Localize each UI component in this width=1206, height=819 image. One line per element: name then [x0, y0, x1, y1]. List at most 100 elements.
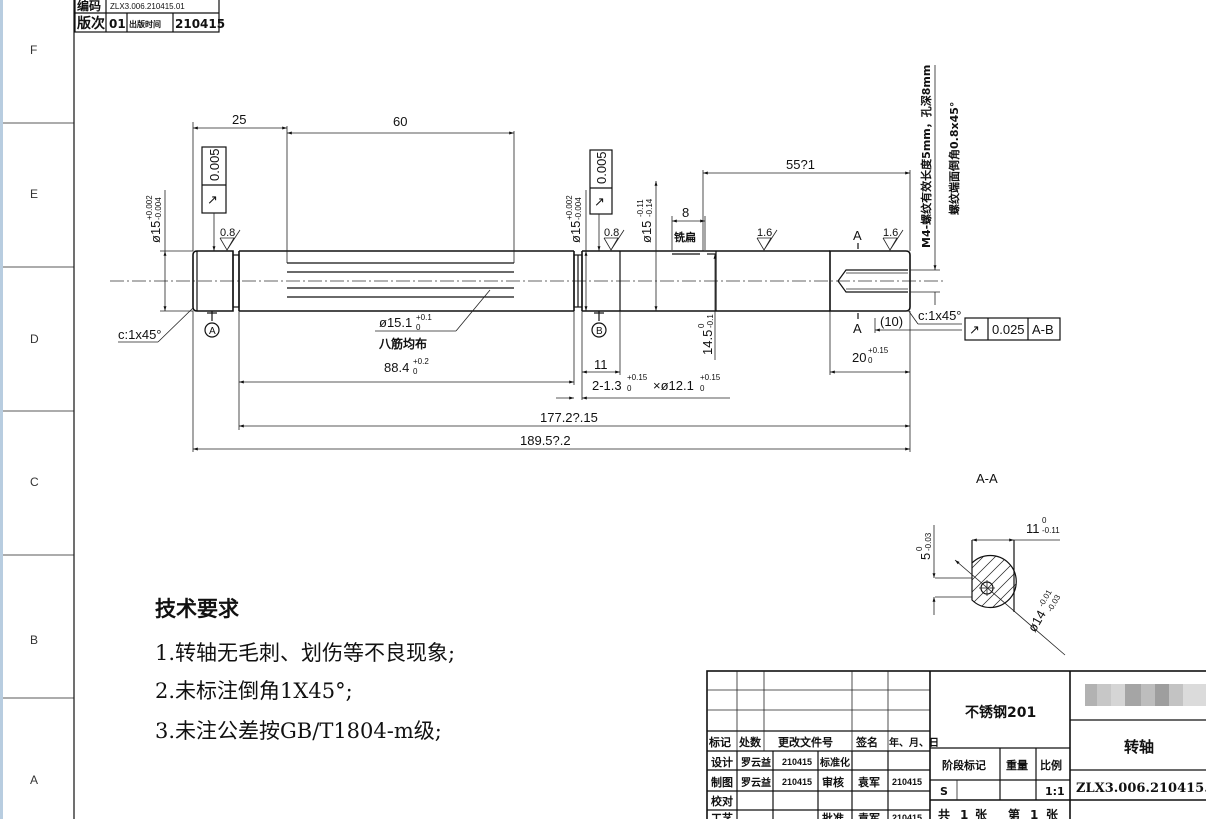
code-stamp: 编码 ZLX3.006.210415.01 版次 01 出版时间 210415	[74, 0, 225, 33]
row-draw-role: 制图	[711, 775, 733, 789]
roughness-16-a: 1.6	[757, 227, 772, 239]
scale-label: 比例	[1040, 758, 1062, 772]
runout-left-symbol: ↗	[207, 192, 218, 207]
zone-label-d: D	[30, 332, 39, 346]
dia-left-lower: -0.004	[154, 197, 163, 220]
sheets-this: 1	[1030, 808, 1038, 819]
row-approve-label: 批准	[822, 811, 844, 819]
sheets-this-prefix: 第	[1008, 807, 1020, 819]
version-label: 版次	[77, 15, 105, 32]
dim-88-lower: 0	[413, 367, 418, 376]
row-approve-name: 袁军	[857, 811, 880, 819]
dim-145-lower: -0.1	[706, 314, 715, 328]
spline-dia-base: ø15.1	[379, 315, 412, 330]
weight-label: 重量	[1006, 758, 1028, 772]
technical-requirements: 技术要求 1.转轴无毛刺、划伤等不良现象; 2.未标注倒角1X45°; 3.未注…	[155, 596, 455, 743]
dia-mid-base: ø15	[568, 221, 583, 243]
dim-189: 189.5?.2	[520, 433, 571, 448]
material: 不锈钢201	[965, 704, 1036, 721]
stage-label: 阶段标记	[942, 758, 986, 772]
section-dim-11-base: 11	[1026, 521, 1040, 536]
dim-20-upper: +0.15	[868, 346, 889, 355]
runout-right-datum: A-B	[1032, 322, 1054, 337]
header-count: 处数	[738, 735, 762, 749]
row-review-label: 审核	[822, 775, 844, 789]
sheets-total-suffix: 张	[975, 807, 988, 819]
redacted-company-name	[1085, 684, 1206, 706]
shaft-main-view	[110, 250, 945, 312]
roughness-08-b: 0.8	[604, 227, 619, 239]
groove-l2: 0	[700, 384, 705, 393]
dia-mid-lower: -0.004	[574, 197, 583, 220]
sheets-this-suffix: 张	[1046, 807, 1059, 819]
row-review-date: 210415	[892, 777, 922, 787]
dia-right-upper: -0.11	[636, 199, 645, 217]
runout-left-value: 0.005	[207, 148, 222, 181]
dim-88-upper: +0.2	[413, 357, 429, 366]
spline-dia-lower: 0	[416, 323, 421, 332]
dia-left-base: ø15	[148, 221, 163, 243]
dim-11: 11	[594, 357, 608, 372]
drawing-number: ZLX3.006.210415.01	[1076, 781, 1206, 796]
version-value: 01	[109, 17, 126, 31]
dia-left-upper: +0.002	[145, 195, 154, 220]
dim-88-base: 88.4	[384, 360, 409, 375]
dim-145-upper: 0	[697, 323, 706, 328]
dia-right-lower: -0.14	[645, 198, 654, 217]
scale-value: 1:1	[1045, 785, 1065, 798]
roughness-08-a: 0.8	[220, 227, 235, 239]
flat-note: 铣扁	[674, 230, 696, 244]
groove-mid: ×ø12.1	[653, 378, 694, 393]
requirements-title: 技术要求	[155, 596, 239, 621]
zone-label-f: F	[30, 43, 37, 57]
dia-right-base: ø15	[639, 221, 654, 243]
dim-20-base: 20	[852, 350, 866, 365]
section-dim-5-lower: -0.03	[924, 532, 933, 551]
part-name: 转轴	[1124, 738, 1154, 756]
requirement-item-2: 2.未标注倒角1X45°;	[155, 679, 353, 703]
requirement-item-1: 1.转轴无毛刺、划伤等不良现象;	[155, 641, 455, 665]
groove-u2: +0.15	[700, 373, 721, 382]
section-dia-base: ø14	[1025, 608, 1049, 635]
runout-right-symbol: ↗	[969, 322, 980, 337]
code-value: ZLX3.006.210415.01	[110, 2, 185, 11]
header-mark: 标记	[708, 735, 731, 749]
groove-u1: +0.15	[627, 373, 648, 382]
title-block: 标记 处数 更改文件号 签名 年、月、日 设计 罗云益 210415 标准化 制…	[706, 670, 1206, 819]
row-approve-date: 210415	[892, 813, 922, 819]
section-mark-bottom: A	[853, 321, 862, 336]
sheets-total-prefix: 共	[938, 807, 950, 819]
row-check-role: 校对	[711, 794, 733, 808]
row-process-role: 工艺	[711, 811, 733, 819]
row-design-std: 标准化	[819, 756, 850, 769]
sheets-total: 1	[960, 808, 968, 819]
runout-mid-value: 0.005	[594, 151, 609, 184]
stage-value: S	[940, 785, 948, 798]
row-draw-date: 210415	[782, 777, 812, 787]
datum-a: A	[209, 326, 216, 337]
groove-l1: 0	[627, 384, 632, 393]
section-title: A-A	[976, 471, 998, 486]
header-signature: 签名	[855, 735, 878, 749]
runout-mid-symbol: ↗	[594, 194, 605, 209]
dim-145-base: 14.5	[700, 330, 715, 355]
runout-frame-left: ↗ 0.005	[201, 146, 227, 251]
dimensions: 25 60 55?1 8 铣扁 ø15 +0.002 -0.004 ø15 +0…	[118, 65, 1061, 452]
dim-25: 25	[232, 112, 246, 127]
dim-8: 8	[682, 205, 689, 220]
section-view-a-a: A-A 11 0 -0.11 5 0 -0.03	[915, 471, 1066, 656]
row-draw-name: 罗云益	[741, 776, 771, 789]
runout-frame-right: ↗ 0.025 A-B	[964, 317, 1061, 341]
dim-60: 60	[393, 114, 407, 129]
section-mark-top: A	[853, 228, 862, 243]
header-date: 年、月、日	[889, 736, 939, 749]
header-change-doc: 更改文件号	[778, 735, 833, 749]
section-dim-11-lower: -0.11	[1042, 526, 1060, 535]
row-design-role: 设计	[711, 755, 733, 769]
date-label: 出版时间	[129, 19, 161, 29]
row-review-name: 袁军	[857, 775, 880, 789]
dia-mid-upper: +0.002	[565, 195, 574, 220]
dim-10: (10)	[880, 314, 903, 329]
roughness-16-b: 1.6	[883, 227, 898, 239]
zone-label-b: B	[30, 633, 38, 647]
